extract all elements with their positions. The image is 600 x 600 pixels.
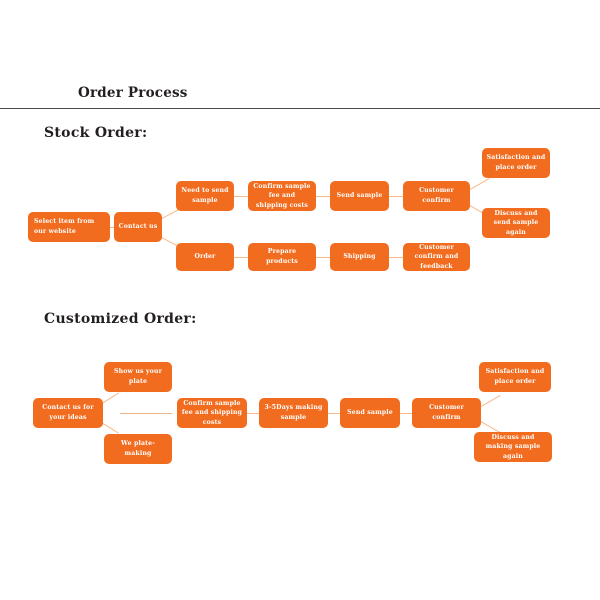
connector-fee-to-send-sample [316,196,330,197]
node-cust-discuss[interactable]: Discuss and making sample again [474,432,552,462]
node-stock-start[interactable]: Select item from our website [28,212,110,242]
node-cust-start[interactable]: Contact us for your ideas [33,398,103,428]
connector-order-to-prepare [234,257,248,258]
node-stock-order[interactable]: Order [176,243,234,271]
connector-cust-send-sample-to-confirm [400,413,412,414]
node-cust-customer-confirm[interactable]: Customer confirm [412,398,481,428]
connector-cust-confirm-to-satisfaction [481,395,501,407]
node-stock-discuss[interactable]: Discuss and send sample again [482,208,550,238]
node-stock-customer-confirm[interactable]: Customer confirm [403,181,470,211]
node-stock-confirm-fee[interactable]: Confirm sample fee and shipping costs [248,181,316,211]
node-stock-satisfaction[interactable]: Satisfaction and place order [482,148,550,178]
connector-need-sample-to-fee [234,196,248,197]
node-stock-contact[interactable]: Contact us [114,212,162,242]
section-heading-stock: Stock Order: [44,125,148,141]
node-stock-need-sample[interactable]: Need to send sample [176,181,234,211]
connector-prepare-to-shipping [316,257,330,258]
connector-cust-start-to-confirm-fee [120,413,172,415]
node-stock-send-sample[interactable]: Send sample [330,181,389,211]
node-cust-we-plate[interactable]: We plate-making [104,434,172,464]
node-cust-confirm-fee[interactable]: Confirm sample fee and shipping costs [177,398,247,428]
connector-send-sample-to-confirm [389,196,403,197]
node-stock-prepare[interactable]: Prepare products [248,243,316,271]
section-heading-custom: Customized Order: [44,311,197,327]
node-cust-show-plate[interactable]: Show us your plate [104,362,172,392]
connector-shipping-to-feedback [389,257,403,258]
node-cust-satisfaction[interactable]: Satisfaction and place order [479,362,551,392]
node-stock-shipping[interactable]: Shipping [330,243,389,271]
connector-cust-days-to-send-sample [328,413,340,414]
node-cust-send-sample[interactable]: Send sample [340,398,400,428]
connector-cust-fee-to-days [247,413,259,414]
node-stock-feedback[interactable]: Customer confirm and feedback [403,243,470,271]
title-divider [0,108,600,109]
node-cust-days[interactable]: 3-5Days making sample [259,398,328,428]
connector-confirm-to-satisfaction [470,178,490,190]
page-title: Order Process [78,85,188,101]
